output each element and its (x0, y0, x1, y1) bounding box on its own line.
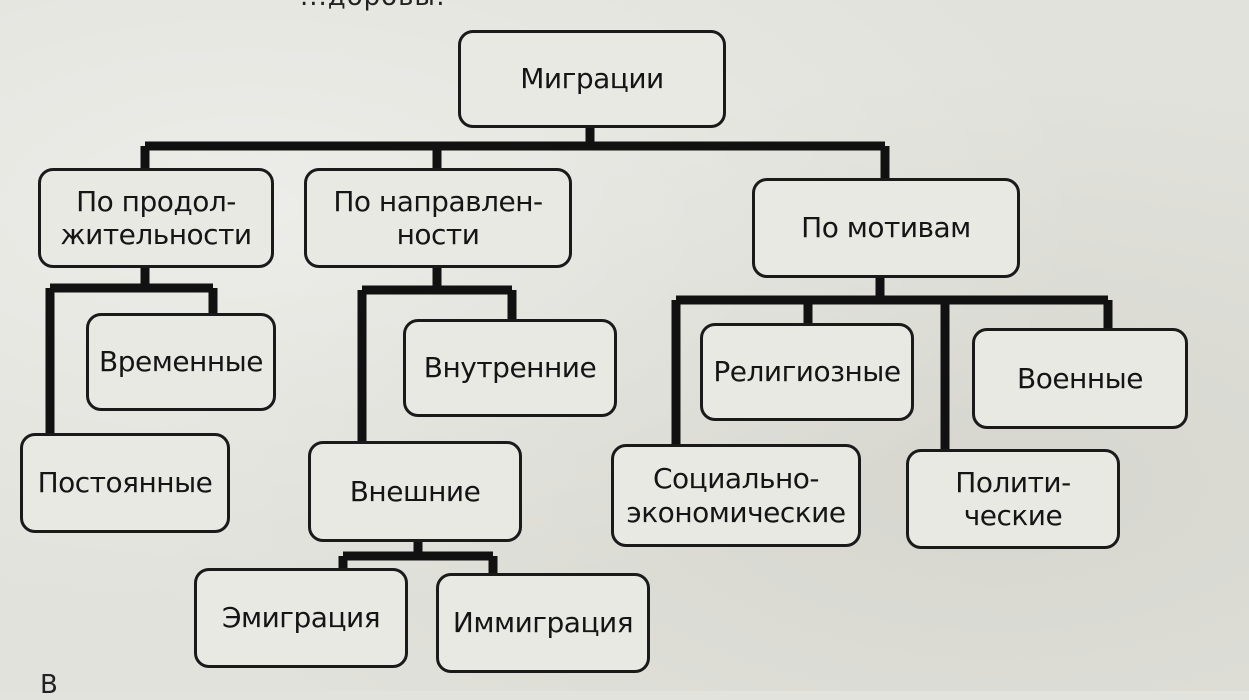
node-permanent: Постоянные (20, 433, 230, 533)
node-socioeconomic: Социально- экономические (611, 444, 861, 547)
node-migrations: Миграции (458, 30, 726, 128)
node-emigration: Эмиграция (194, 568, 408, 668)
node-temporary: Временные (86, 313, 276, 411)
node-internal: Внутренние (403, 319, 617, 417)
node-by-motive: По мотивам (752, 178, 1020, 278)
node-religious: Религиозные (700, 323, 914, 421)
node-external: Внешние (308, 441, 522, 542)
node-immigration: Иммиграция (436, 573, 650, 673)
node-political: Полити- ческие (906, 449, 1120, 549)
node-by-duration: По продол- жительности (38, 168, 274, 268)
node-military: Военные (972, 328, 1188, 429)
cropped-top-text: ...доровы: (300, 0, 446, 12)
node-by-direction: По направлен- ности (304, 168, 572, 268)
